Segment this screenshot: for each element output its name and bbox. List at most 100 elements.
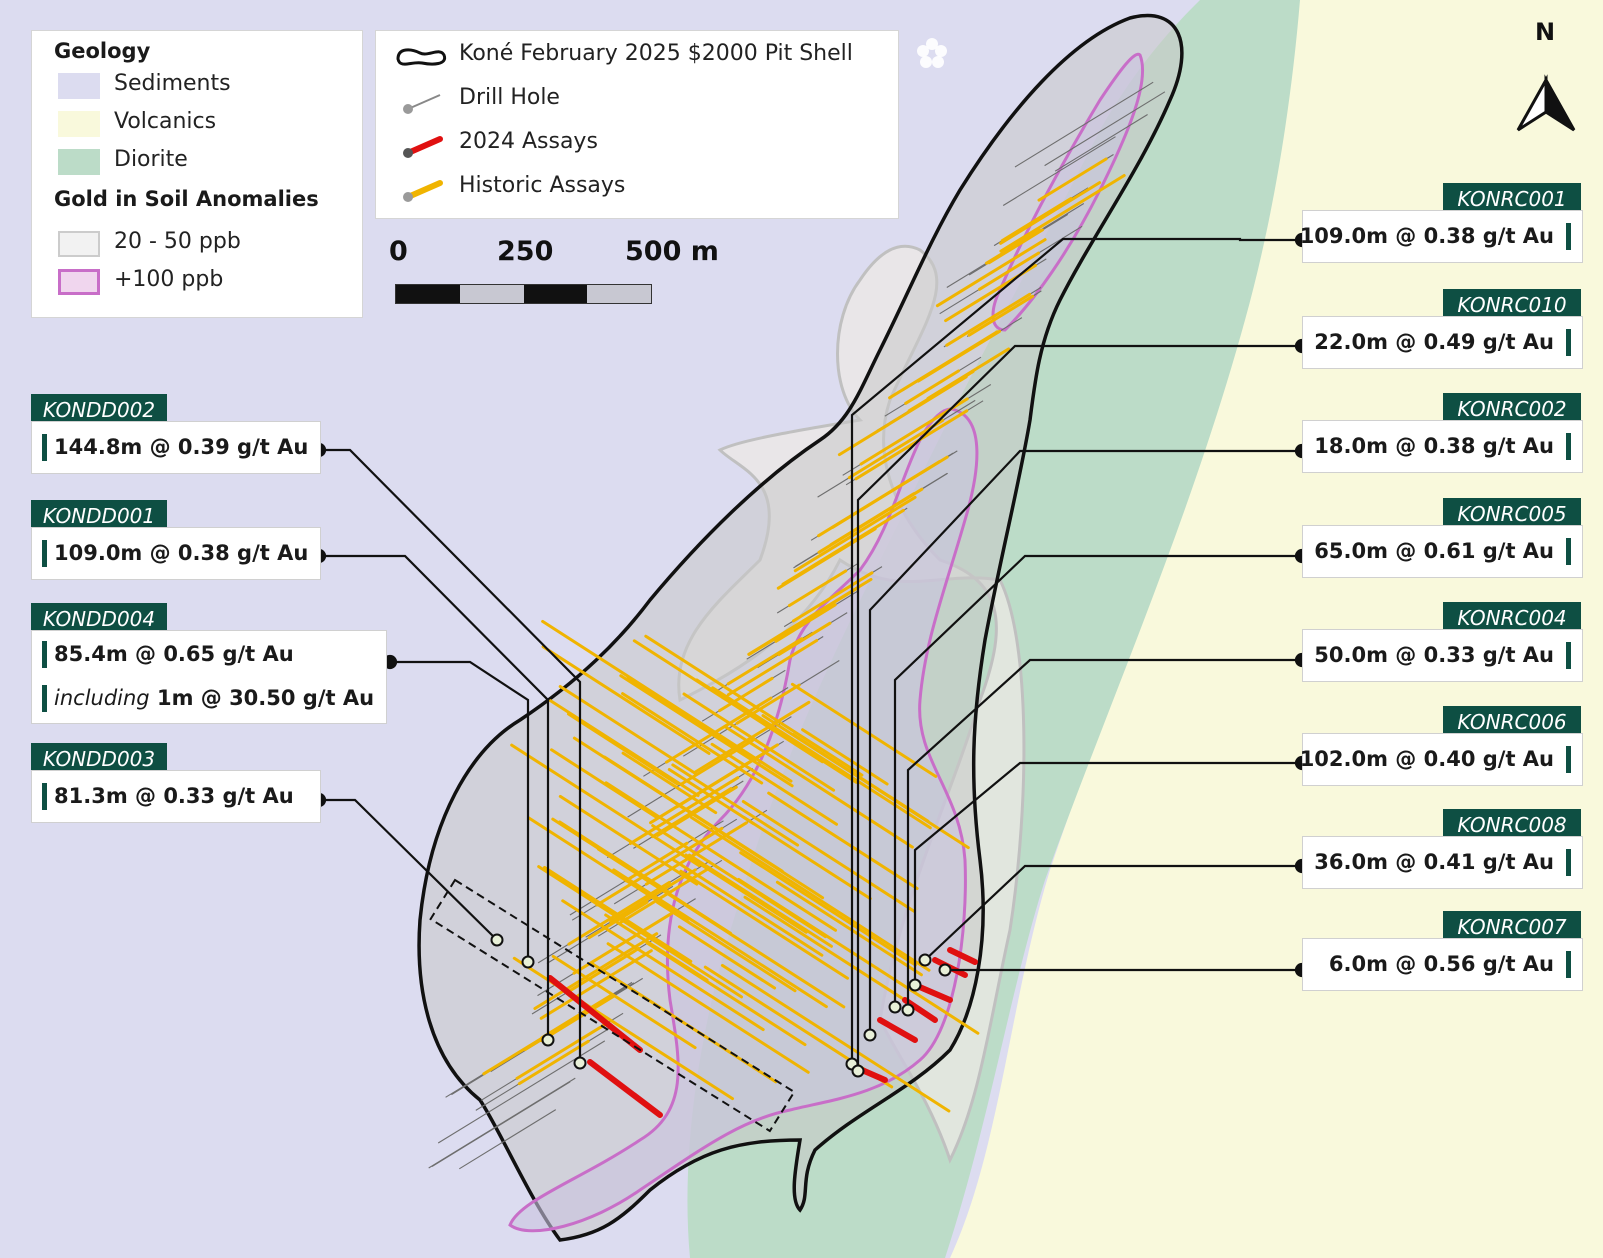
ddh-highlight-box: [429, 878, 796, 1133]
callout-accent-bar: [1566, 329, 1571, 356]
callout-accent-bar: [42, 434, 47, 461]
diorite-label: Diorite: [114, 147, 188, 172]
historic-assay-trace: [618, 866, 711, 925]
historic-assay-trace: [726, 639, 819, 697]
callout-accent-bar: [1566, 951, 1571, 978]
sediments-swatch: [58, 73, 100, 99]
historic-assays-label: Historic Assays: [459, 173, 626, 198]
historic-assay-trace: [710, 742, 838, 826]
historic-assay-trace: [741, 800, 916, 913]
historic-assay-trace: [540, 994, 613, 1040]
soil-anomaly-high-north: [991, 52, 1145, 332]
callout-accent-bar: [1566, 849, 1571, 876]
scale-bar: 0 250 500 m: [389, 236, 723, 316]
historic-assay-trace: [718, 676, 774, 713]
historic-assay-trace: [533, 932, 659, 1010]
assay-2024-trace: [587, 1059, 663, 1118]
drill-collar-marker: [863, 1028, 877, 1042]
callout-konrc008: 36.0m @ 0.41 g/t Au: [1302, 836, 1583, 889]
callout-leader-line: [850, 237, 1302, 1064]
geology-title: Geology: [54, 39, 151, 63]
historic-assay-trace: [671, 858, 824, 957]
callout-text: 65.0m @ 0.61 g/t Au: [1314, 539, 1554, 563]
historic-assay-trace: [916, 329, 1002, 383]
including-word: including: [54, 686, 150, 710]
historic-assay-trace: [621, 692, 764, 785]
sediments-label: Sediments: [114, 71, 231, 96]
scale-label-0: 0: [389, 236, 408, 267]
drill-hole-legend-icon: [403, 94, 441, 114]
historic-assay-trace: [595, 826, 724, 907]
callout-leader-line: [924, 864, 1302, 961]
historic-assay-trace: [777, 621, 832, 656]
drill-hole-trace: [1044, 91, 1166, 167]
drill-collar-marker: [573, 1056, 587, 1070]
drill-hole-label: Drill Hole: [459, 85, 560, 110]
historic-assay-trace: [720, 963, 951, 1113]
historic-assays-legend-icon: [403, 180, 443, 202]
pit-shell-label: Koné February 2025 $2000 Pit Shell: [459, 41, 853, 66]
historic-assay-trace: [945, 292, 1032, 347]
callout-kondd002: 144.8m @ 0.39 g/t Au: [31, 421, 321, 474]
historic-assay-trace: [612, 868, 828, 1009]
assays-2024-legend-icon: [403, 136, 443, 158]
historic-assay-trace: [739, 851, 917, 967]
callout-leaders-layer: [311, 232, 1310, 1071]
historic-assay-trace: [999, 181, 1102, 245]
historic-assay-trace: [775, 880, 923, 977]
historic-assay-trace: [829, 492, 916, 546]
callout-konrc010: 22.0m @ 0.49 g/t Au: [1302, 316, 1583, 369]
callout-konrc006: 102.0m @ 0.40 g/t Au: [1299, 733, 1583, 786]
historic-assay-trace: [935, 238, 1047, 308]
callout-leader-line: [319, 798, 498, 941]
historic-assay-trace: [978, 251, 1040, 291]
historic-assay-trace: [561, 899, 765, 1032]
historic-assay-trace: [550, 748, 658, 819]
watermark-logo-icon: [917, 38, 947, 68]
drill-collar-marker: [521, 955, 535, 969]
feature-legend: Koné February 2025 $2000 Pit Shell Drill…: [375, 30, 899, 219]
callout-text: 102.0m @ 0.40 g/t Au: [1299, 747, 1554, 771]
callout-text: 36.0m @ 0.41 g/t Au: [1314, 850, 1554, 874]
callout-leader-line: [390, 660, 530, 962]
callout-leader-line: [893, 554, 1302, 1007]
drill-hole-trace: [1054, 114, 1148, 172]
historic-assay-trace: [665, 696, 773, 764]
historic-assay-trace: [551, 954, 697, 1050]
historic-assay-trace: [767, 791, 919, 890]
drill-collar-marker: [908, 978, 922, 992]
drill-hole-trace: [459, 1109, 557, 1170]
drill-collar-marker: [918, 953, 932, 967]
historic-assay-trace: [726, 637, 804, 686]
historic-assay-trace: [510, 743, 701, 868]
historic-assay-trace: [742, 816, 872, 901]
historic-assay-trace: [587, 900, 649, 940]
historic-assay-trace: [967, 294, 1035, 337]
callout-konrc004: 50.0m @ 0.33 g/t Au: [1302, 629, 1583, 682]
callout-kondd001: 109.0m @ 0.38 g/t Au: [31, 527, 321, 580]
callout-text: 18.0m @ 0.38 g/t Au: [1314, 434, 1554, 458]
historic-assay-trace: [761, 714, 970, 850]
callout-leader-line: [906, 658, 1302, 1010]
soil-title: Gold in Soil Anomalies: [54, 187, 319, 211]
historic-assay-trace: [793, 495, 917, 573]
historic-assay-trace: [904, 369, 960, 405]
assay-2024-trace: [877, 1017, 918, 1043]
historic-assay-trace: [801, 728, 889, 786]
scale-segments: [395, 284, 652, 304]
callout-text: 85.4m @ 0.65 g/t Au: [54, 642, 294, 666]
historic-assay-trace: [854, 409, 969, 481]
callout-accent-bar: [1566, 538, 1571, 565]
drill-collar-marker: [938, 963, 952, 977]
assay-2024-trace: [859, 1067, 888, 1083]
historic-assay-trace: [567, 712, 679, 786]
callout-konrc001: 109.0m @ 0.38 g/t Au: [1300, 210, 1583, 263]
historic-assay-trace: [656, 785, 738, 837]
historic-assay-trace: [682, 692, 836, 792]
historic-assay-trace: [999, 174, 1126, 253]
historic-assay-trace: [679, 869, 849, 980]
historic-assay-trace: [619, 674, 794, 788]
historic-assay-trace: [847, 418, 945, 480]
historic-assay-trace: [684, 853, 808, 934]
